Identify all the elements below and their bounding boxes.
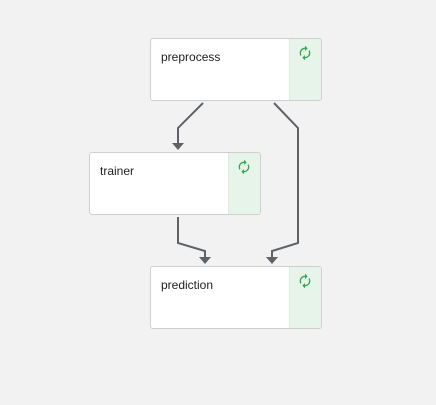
status-indicator: [289, 267, 321, 328]
status-indicator: [228, 153, 260, 214]
arrowhead-prediction-left: [199, 257, 211, 264]
refresh-icon: [238, 159, 250, 175]
node-label: prediction: [161, 278, 214, 292]
edge-preprocess-to-trainer: [177, 102, 204, 146]
node-preprocess[interactable]: preprocess: [150, 38, 322, 101]
edge-preprocess-to-prediction: [271, 102, 299, 258]
edge-trainer-to-prediction: [177, 217, 206, 258]
refresh-icon: [299, 273, 311, 289]
node-label: trainer: [100, 164, 135, 178]
node-prediction[interactable]: prediction: [150, 266, 322, 329]
refresh-icon: [299, 45, 311, 61]
status-indicator: [289, 39, 321, 100]
arrowhead-prediction-right: [266, 257, 278, 264]
node-label: preprocess: [161, 50, 221, 64]
node-trainer[interactable]: trainer: [89, 152, 261, 215]
arrowhead-trainer: [172, 143, 184, 150]
